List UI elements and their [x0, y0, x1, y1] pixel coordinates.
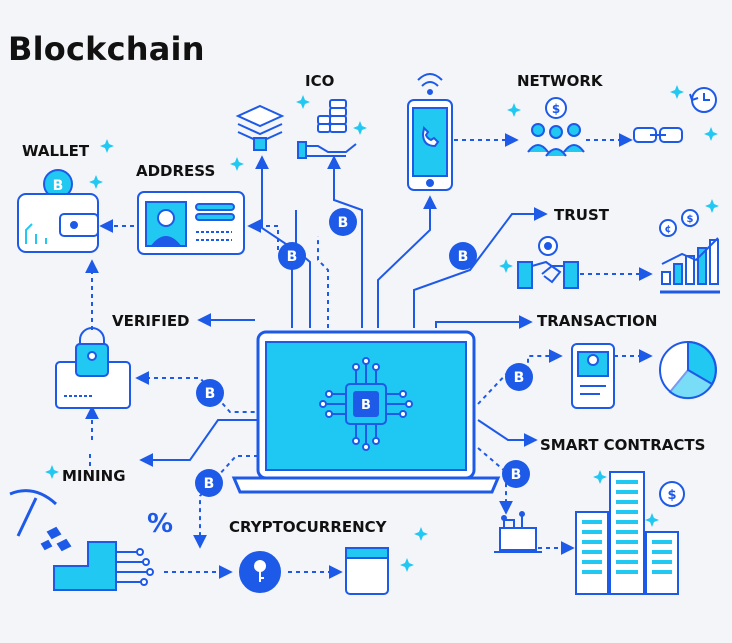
- coin-badge: [196, 379, 224, 407]
- mobile-profile-icon: [571, 343, 615, 409]
- users-network-icon: $: [527, 97, 585, 157]
- connector-mining: [139, 419, 258, 467]
- connector-phone: [377, 195, 437, 328]
- label-mining: MINING: [62, 467, 126, 485]
- coin-badge: [505, 363, 533, 391]
- laptop-chip-icon: B: [231, 330, 501, 494]
- coin-badge: [502, 460, 530, 488]
- label-network: NETWORK: [517, 72, 603, 90]
- dollar-symbol: $: [552, 102, 560, 116]
- growth-bar-chart-icon: ¢ $: [659, 209, 720, 294]
- smartphone-call-icon: [407, 73, 453, 191]
- pickaxe-icon: [9, 489, 72, 552]
- coin-badge: [195, 469, 223, 497]
- circuit-hand-icon: [53, 541, 154, 591]
- document-icon: [345, 547, 389, 595]
- city-buildings-icon: $: [575, 471, 685, 595]
- id-card-icon: [137, 191, 245, 255]
- pie-chart-icon: [659, 340, 717, 400]
- label-address: ADDRESS: [136, 162, 216, 180]
- label-transaction: TRANSACTION: [537, 312, 658, 330]
- dollar-symbol: $: [687, 214, 694, 225]
- dollar-symbol: $: [667, 488, 676, 503]
- label-cryptocurrency: CRYPTOCURRENCY: [229, 518, 387, 536]
- connector-ico: [327, 155, 363, 328]
- coin-badge: [449, 242, 477, 270]
- cent-symbol: ¢: [665, 224, 672, 235]
- coin-badge: [329, 208, 357, 236]
- connector-trust: [413, 207, 548, 328]
- percent-symbol: %: [147, 509, 173, 539]
- wallet-bitcoin-symbol: B: [53, 178, 64, 194]
- padlock-icon: [55, 327, 131, 409]
- connector-smart-contracts: [477, 419, 538, 447]
- label-wallet: WALLET: [22, 142, 90, 160]
- label-trust: TRUST: [554, 206, 609, 224]
- label-smart-contracts: SMART CONTRACTS: [540, 436, 706, 454]
- key-icon: [239, 551, 281, 593]
- label-verified: VERIFIED: [112, 312, 190, 330]
- label-ico: ICO: [305, 72, 335, 90]
- chip-bitcoin-symbol: B: [361, 398, 371, 413]
- page-title: Blockchain: [8, 30, 205, 68]
- chain-link-icon: [633, 127, 683, 143]
- coins-in-hand-icon: [297, 99, 357, 159]
- clock-history-icon: [689, 87, 717, 113]
- handshake-gear-icon: [517, 236, 579, 289]
- blockchain-blocks-icon: [235, 104, 285, 151]
- small-laptop-icon: [494, 511, 542, 553]
- connector-transaction: [435, 315, 533, 329]
- wallet-bitcoin-icon: B: [17, 169, 99, 253]
- coin-badge: [278, 242, 306, 270]
